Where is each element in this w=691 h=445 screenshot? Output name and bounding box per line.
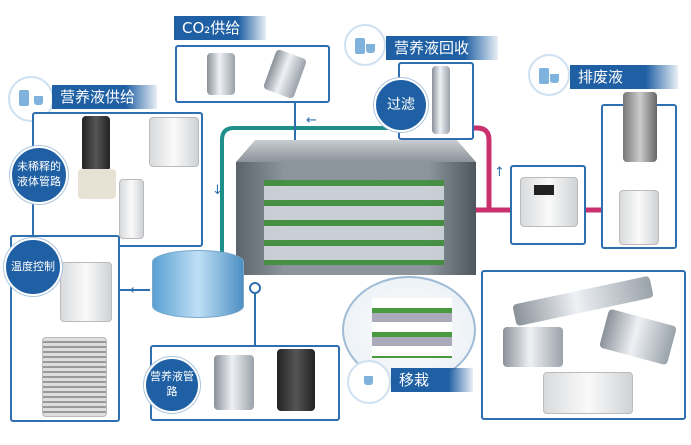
nutrient-supply-title: 营养液供给 <box>52 85 157 109</box>
co2-supply-title: CO₂供给 <box>174 16 266 40</box>
flow-sensor-image <box>520 177 578 227</box>
valve-image <box>619 190 659 245</box>
transplant-title: 移栽 <box>391 368 473 392</box>
guided-cylinder-image <box>503 327 563 367</box>
valve-image <box>119 179 144 239</box>
chiller-large-image <box>42 337 107 417</box>
drain-panel <box>601 92 677 249</box>
flow-sensor-panel <box>510 165 586 245</box>
arrow-left-icon: ← <box>130 283 141 298</box>
teal-pipe <box>220 126 470 270</box>
slide-table-image <box>599 308 677 366</box>
transplant-icon <box>347 360 391 404</box>
plant-factory-building <box>236 140 476 275</box>
nutrient-recovery-title: 营养液回收 <box>386 36 498 60</box>
recycle-icon <box>528 54 570 96</box>
fitting-image <box>262 48 308 100</box>
filtration-badge: 过滤 <box>374 78 428 132</box>
drain-title: 排废液 <box>570 65 678 89</box>
valve-manifold-image <box>543 372 633 414</box>
valve-image <box>277 349 315 411</box>
pump-image <box>82 116 110 171</box>
flow-switch-image <box>149 117 199 167</box>
filter-housing-image <box>432 66 450 134</box>
arrow-up-icon: ↑ <box>494 165 505 180</box>
co2-supply-panel <box>175 45 330 103</box>
pink-pipe <box>470 125 510 213</box>
actuator-panel <box>481 270 686 420</box>
arrow-down-icon: ↓ <box>212 183 223 198</box>
nutrient-tank <box>152 250 244 318</box>
recycle-icon <box>344 24 386 66</box>
temperature-control-badge: 温度控制 <box>4 238 62 296</box>
drain-valve-image <box>623 92 657 162</box>
nutrient-line-badge: 营养液管路 <box>144 357 200 413</box>
undiluted-line-badge: 未稀释的液体管路 <box>10 146 68 204</box>
chiller-image <box>60 262 112 322</box>
valve-image <box>214 355 254 410</box>
solenoid-valve-image <box>207 53 235 95</box>
arrow-left-icon: ← <box>306 113 317 128</box>
